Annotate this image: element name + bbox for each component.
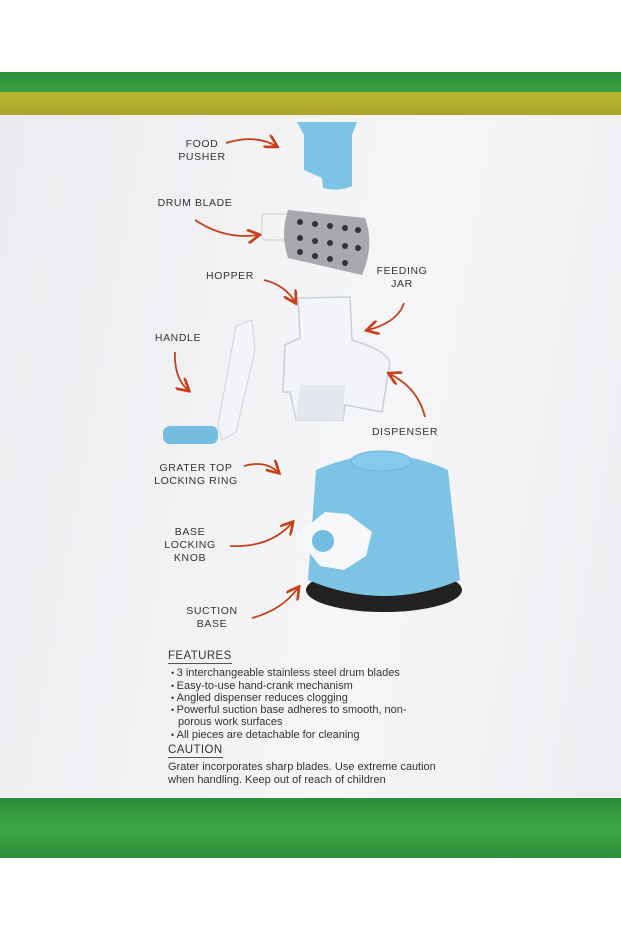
label-hopper: HOPPER (206, 270, 254, 282)
caution-heading: CAUTION (168, 744, 223, 759)
package-olive-stripe (0, 92, 621, 116)
label-drum-blade: DRUM BLADE (157, 197, 233, 209)
label-dispenser: DISPENSER (371, 426, 439, 438)
feature-item: Powerful suction base adheres to smooth,… (168, 704, 418, 729)
feature-item: Angled dispenser reduces clogging (168, 692, 468, 704)
features-section: FEATURES 3 interchangeable stainless ste… (168, 650, 468, 786)
label-line: BASE (174, 526, 206, 538)
label-line: BASE (196, 618, 228, 630)
features-list: 3 interchangeable stainless steel drum b… (168, 667, 468, 741)
feature-item: 3 interchangeable stainless steel drum b… (168, 667, 468, 679)
hopper-image (282, 296, 391, 421)
label-line: FOOD (185, 138, 219, 150)
arrow-food-pusher (225, 139, 276, 146)
arrow-handle (174, 351, 188, 390)
label-line: LOCKING RING (154, 475, 238, 487)
handle-image (163, 319, 256, 444)
drum-blade-image (261, 210, 370, 275)
base-unit-image (303, 450, 462, 612)
food-pusher-image (297, 122, 357, 190)
arrow-feeding-jar (368, 302, 405, 330)
arrow-drum-blade (194, 219, 258, 236)
arrow-dispenser (390, 374, 426, 418)
label-handle: HANDLE (154, 332, 202, 344)
label-line: FEEDING (376, 265, 428, 277)
feature-item: Easy-to-use hand-crank mechanism (168, 680, 468, 692)
label-line: JAR (391, 278, 413, 290)
label-line: KNOB (173, 552, 207, 564)
feature-item: All pieces are detachable for cleaning (168, 729, 468, 741)
label-line: SUCTION (186, 605, 238, 617)
package-green-band-top (0, 72, 621, 94)
label-line: GRATER TOP (159, 462, 233, 474)
features-heading: FEATURES (168, 650, 232, 665)
arrow-locking-ring (243, 464, 278, 472)
arrow-locking-knob (229, 523, 292, 548)
label-line: LOCKING (164, 539, 216, 551)
arrow-hopper (263, 279, 295, 302)
label-line: PUSHER (178, 151, 226, 163)
package-green-band-bottom (0, 798, 621, 858)
caution-text: Grater incorporates sharp blades. Use ex… (168, 761, 436, 786)
arrow-suction-base (251, 588, 298, 619)
